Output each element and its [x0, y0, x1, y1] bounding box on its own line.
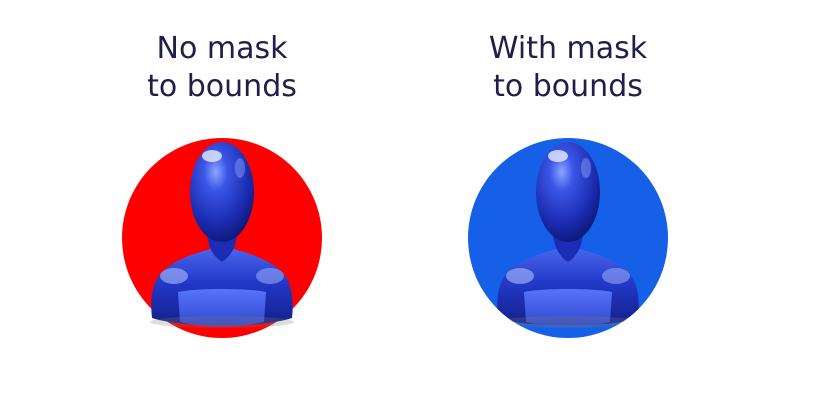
panel-with-mask: With mask to bounds — [438, 0, 698, 410]
panel-title: With mask to bounds — [438, 30, 698, 106]
title-line-1: No mask — [156, 31, 288, 66]
avatar-figure — [92, 0, 352, 410]
title-line-1: With mask — [488, 31, 648, 66]
title-line-2: to bounds — [147, 69, 297, 104]
panel-title: No mask to bounds — [92, 30, 352, 106]
panel-no-mask: No mask to bounds — [92, 0, 352, 410]
title-line-2: to bounds — [493, 69, 643, 104]
avatar-figure — [438, 0, 698, 410]
